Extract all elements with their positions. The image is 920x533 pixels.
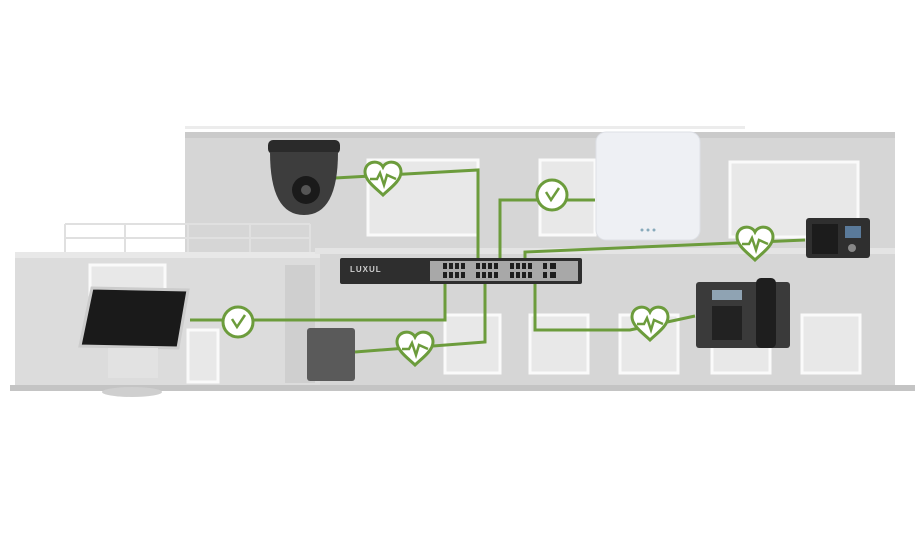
wireless-access-point: [595, 131, 701, 241]
check-circle-icon: [535, 178, 569, 212]
check-circle-icon: [221, 305, 255, 339]
desk-phone: [696, 278, 790, 348]
access-control-panel: [806, 218, 870, 258]
dome-camera: [268, 140, 340, 215]
pos-kiosk: [78, 286, 190, 397]
network-switch: LUXUL: [340, 258, 582, 284]
roof-railing: [64, 223, 311, 252]
switch-ports: [443, 263, 556, 278]
switch-logo: LUXUL: [350, 265, 382, 274]
card-reader: [307, 328, 355, 381]
